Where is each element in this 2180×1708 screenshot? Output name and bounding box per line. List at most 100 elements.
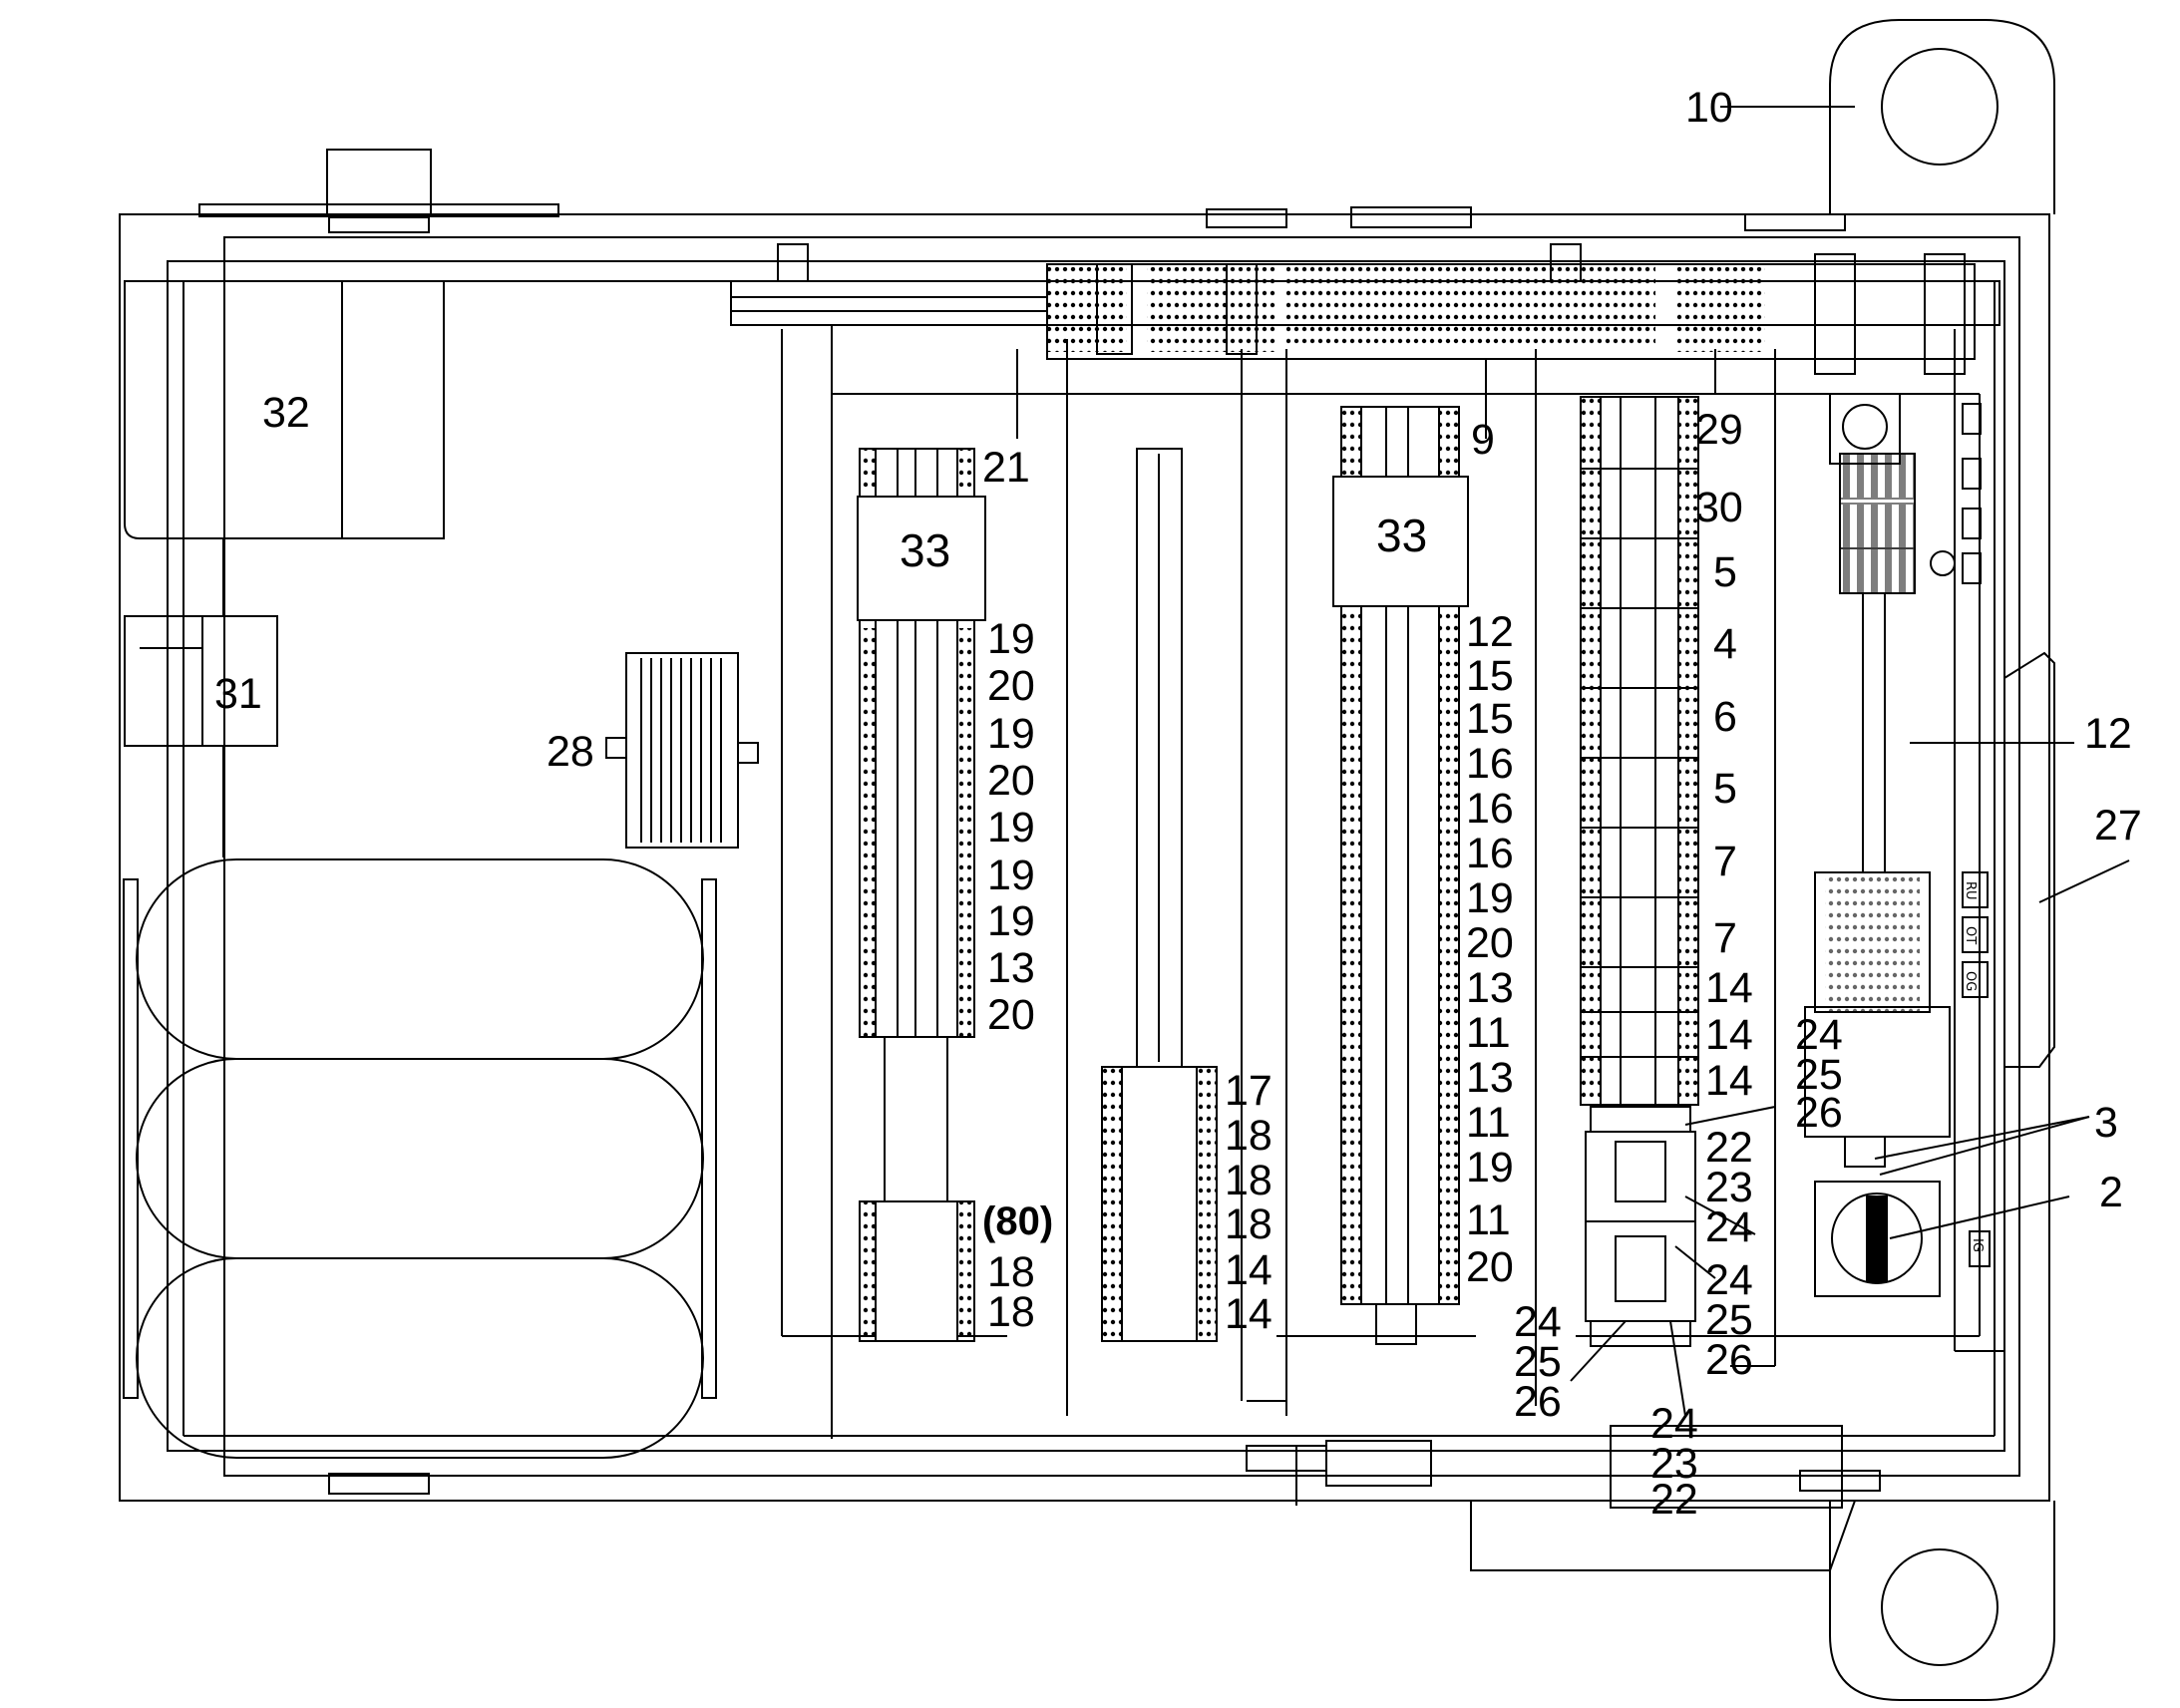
capacitor-3 (136, 1257, 704, 1459)
lower-left-contactor-labels: 24 25 26 (1514, 1298, 1562, 1426)
column-2-labels: 17 18 18 18 14 14 (1225, 1067, 1272, 1338)
lifting-lug-top (1829, 19, 2055, 214)
contactor-label: 23 (1705, 1164, 1753, 1211)
box-31 (124, 615, 278, 747)
capacitor-2 (136, 1058, 704, 1259)
col1-label: 19 (987, 615, 1035, 663)
side-tag: OT (1963, 926, 1978, 944)
col3-label: 11 (1466, 1099, 1511, 1147)
col3-label: 13 (1466, 964, 1514, 1012)
contactor-label: 26 (1795, 1089, 1843, 1137)
label-27: 27 (2094, 802, 2142, 850)
label-12-right: 12 (2084, 710, 2132, 758)
label-21: 21 (982, 444, 1030, 492)
col3-label: 15 (1466, 652, 1514, 700)
col4-label: 7 (1713, 838, 1737, 885)
col2-label: 18 (1225, 1200, 1272, 1248)
col1-label: 13 (987, 944, 1035, 992)
column-4-labels: 5 4 6 5 7 7 14 14 14 (1705, 548, 1753, 1105)
label-29: 29 (1695, 406, 1743, 454)
col1b-label: 18 (987, 1248, 1035, 1296)
col1-label: 19 (987, 852, 1035, 899)
bottom-label: 24 (1650, 1400, 1698, 1448)
col3-label: 16 (1466, 830, 1514, 877)
label-32: 32 (262, 389, 310, 437)
side-tag: RU (1963, 881, 1978, 900)
contactor-top (1590, 1106, 1691, 1133)
col2-label: 18 (1225, 1112, 1272, 1160)
col4-label: 5 (1713, 765, 1737, 813)
label-33-right: 33 (1376, 510, 1427, 561)
contactor-label: 22 (1705, 1124, 1753, 1172)
bottom-labels: 24 23 22 (1650, 1400, 1698, 1524)
col3-label: 15 (1466, 695, 1514, 743)
label-10: 10 (1685, 84, 1733, 132)
contactor-label: 24 (1705, 1256, 1753, 1304)
col2-label: 18 (1225, 1157, 1272, 1204)
lower-label: 24 (1514, 1298, 1562, 1346)
col4-label: 14 (1705, 964, 1753, 1012)
label-2: 2 (2099, 1169, 2123, 1216)
col1-label: 20 (987, 757, 1035, 805)
col3-label: 20 (1466, 919, 1514, 967)
col3-label: 20 (1466, 1243, 1514, 1291)
side-tags: RU OT OG IG (1963, 881, 1985, 1252)
side-tag: IG (1970, 1238, 1985, 1252)
enclosure-outer (119, 213, 2050, 1502)
col4-label: 4 (1713, 620, 1737, 668)
contactor-label: 24 (1705, 1203, 1753, 1251)
cover-33-left (857, 496, 986, 621)
contactor-label: 25 (1705, 1296, 1753, 1344)
col3-label: 12 (1466, 608, 1514, 656)
door-handle-27 (2003, 651, 2055, 1068)
lower-label: 25 (1514, 1338, 1562, 1386)
label-80: (80) (982, 1199, 1053, 1243)
col3-label: 11 (1466, 1196, 1511, 1244)
col3-label: 16 (1466, 785, 1514, 833)
label-3: 3 (2094, 1099, 2118, 1147)
col1-label: 20 (987, 662, 1035, 710)
switch-dial (1831, 1193, 1923, 1284)
col1-label: 19 (987, 897, 1035, 945)
contactor-labels: 24 25 26 22 23 24 24 25 26 (1705, 1011, 1843, 1384)
bottom-label: 22 (1650, 1476, 1698, 1524)
lug-hole-bottom (1881, 1548, 1998, 1666)
col2-label: 14 (1225, 1246, 1272, 1294)
label-33-left: 33 (900, 524, 950, 576)
col1-label: 19 (987, 710, 1035, 758)
col3-label: 19 (1466, 1144, 1514, 1192)
col1b-label: 18 (987, 1288, 1035, 1336)
lower-label: 26 (1514, 1378, 1562, 1426)
column-3-labels: 12 15 15 16 16 16 19 20 13 11 13 11 19 1… (1466, 608, 1514, 1291)
col2-label: 14 (1225, 1290, 1272, 1338)
lifting-lug-bottom (1829, 1501, 2055, 1701)
column-1-labels: 19 20 19 20 19 19 19 13 20 18 18 (987, 615, 1035, 1336)
col1-label: 19 (987, 804, 1035, 852)
contactor-1 (1585, 1131, 1696, 1222)
col3-label: 13 (1466, 1054, 1514, 1102)
main-switch-2 (1814, 1181, 1941, 1297)
label-9: 9 (1471, 416, 1495, 464)
col4-label: 6 (1713, 693, 1737, 741)
col1-label: 20 (987, 991, 1035, 1039)
label-31: 31 (214, 670, 262, 718)
side-tag: OG (1963, 971, 1978, 991)
label-28: 28 (546, 728, 594, 776)
col4-label: 7 (1713, 914, 1737, 962)
col3-label: 16 (1466, 740, 1514, 788)
lug-hole-top (1881, 48, 1998, 166)
col4-label: 14 (1705, 1057, 1753, 1105)
contactor-label: 25 (1795, 1051, 1843, 1099)
col4-label: 14 (1705, 1011, 1753, 1059)
col4-label: 5 (1713, 548, 1737, 596)
contactor-label: 26 (1705, 1336, 1753, 1384)
label-30: 30 (1695, 484, 1743, 531)
cover-33-right (1332, 476, 1469, 607)
col3-label: 11 (1466, 1009, 1511, 1057)
contactor-label: 24 (1795, 1011, 1843, 1059)
capacitor-1 (136, 858, 704, 1060)
col3-label: 19 (1466, 874, 1514, 922)
col2-label: 17 (1225, 1067, 1272, 1115)
bottom-label: 23 (1650, 1440, 1698, 1488)
